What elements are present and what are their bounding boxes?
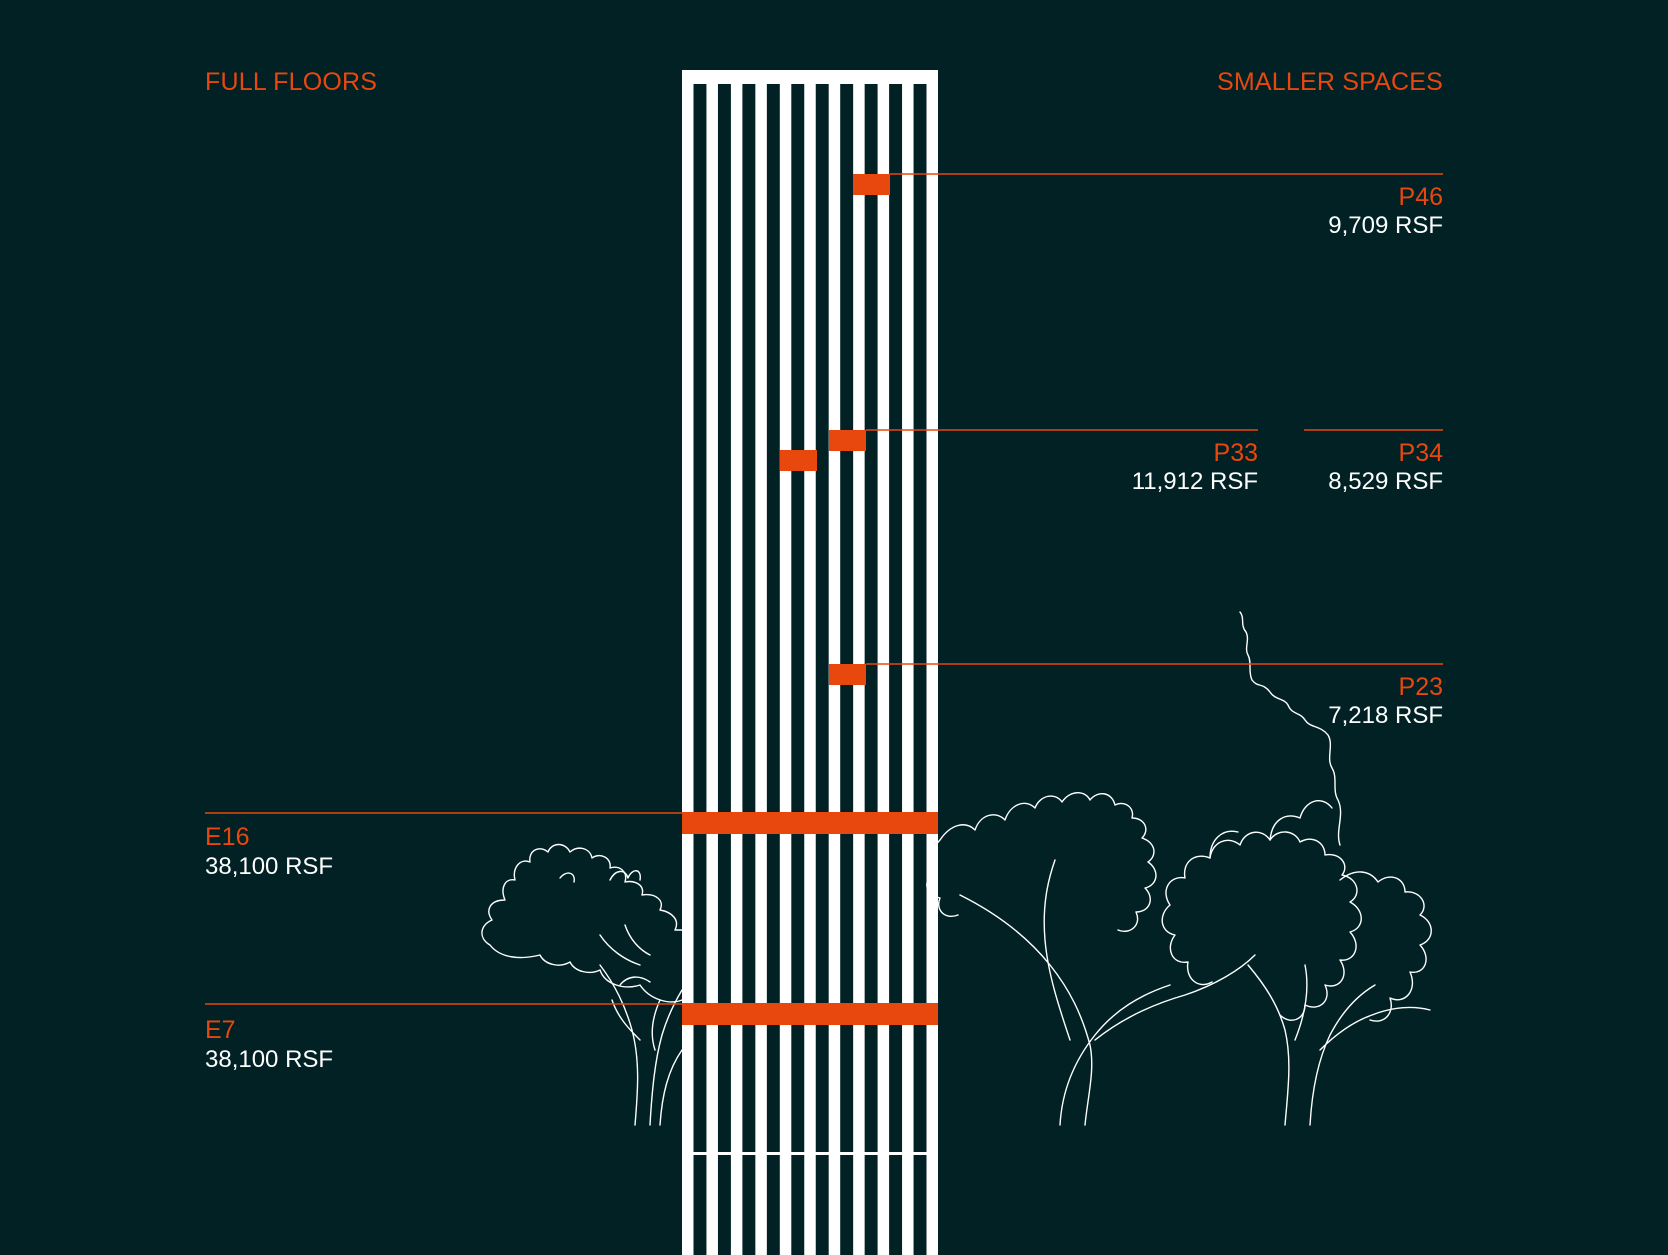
tower-fin <box>877 70 890 1255</box>
header-smaller-spaces: SMALLER SPACES <box>1216 68 1443 96</box>
tower-elevation <box>682 70 938 1255</box>
tower-fin <box>706 70 718 1255</box>
space-code-p34: P34 <box>1398 439 1443 467</box>
vine-icon <box>1239 611 1342 846</box>
tower-fin <box>902 70 914 1255</box>
leader-lines <box>205 173 1443 1005</box>
floor-band-e16 <box>682 812 938 834</box>
tower-fin <box>828 70 841 1255</box>
floor-band-e7 <box>682 1003 938 1025</box>
tree-left-trunk-icon <box>599 964 683 1126</box>
space-area-p46: 9,709 RSF <box>1328 212 1443 239</box>
space-block-p34 <box>780 450 817 471</box>
space-block-p46 <box>853 174 890 195</box>
tree-far-right-canopy-icon <box>1161 831 1362 1021</box>
tower-fin <box>682 70 694 1255</box>
tree-left-branches-icon <box>559 870 651 986</box>
tree-left-canopy-icon <box>481 843 683 1003</box>
space-block-p23 <box>829 664 866 685</box>
space-code-p46: P46 <box>1398 183 1443 211</box>
space-area-p33: 11,912 RSF <box>1131 468 1258 495</box>
header-full-floors: FULL FLOORS <box>205 68 378 96</box>
space-block-p33 <box>829 430 866 451</box>
space-area-p34: 8,529 RSF <box>1328 468 1443 495</box>
floor-code-e7: E7 <box>205 1016 236 1044</box>
tree-far-right-trunk-icon <box>1247 964 1431 1126</box>
tower-fin <box>755 70 767 1255</box>
tree-right-trunk-icon <box>959 859 1256 1126</box>
tower-base-ledge <box>682 1152 938 1155</box>
tower-fin <box>730 70 743 1255</box>
floor-code-e16: E16 <box>205 823 250 851</box>
space-code-p23: P23 <box>1398 673 1443 701</box>
tower-fin <box>926 70 938 1255</box>
tower-fin <box>853 70 865 1255</box>
tower-fin <box>804 70 816 1255</box>
tree-far-right-crown-icon <box>1209 800 1432 1022</box>
floor-highlights <box>682 174 938 1025</box>
tower-fin <box>779 70 792 1255</box>
tree-outline-icon <box>481 611 1432 1126</box>
floor-area-e16: 38,100 RSF <box>205 853 334 880</box>
floor-area-e7: 38,100 RSF <box>205 1046 334 1073</box>
space-code-p33: P33 <box>1213 439 1258 467</box>
tree-right-canopy-icon <box>926 792 1157 932</box>
space-area-p23: 7,218 RSF <box>1328 702 1443 729</box>
